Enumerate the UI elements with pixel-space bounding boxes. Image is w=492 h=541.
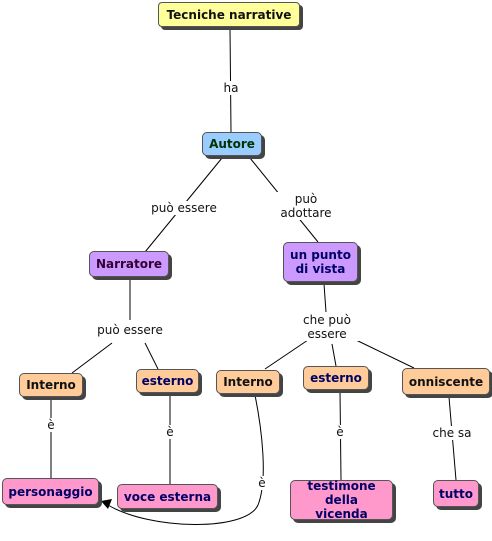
link-puo-interno: [71, 342, 113, 374]
link-punto-chepuo: [323, 283, 327, 313]
node-autore[interactable]: Autore: [202, 132, 262, 156]
node-title-text: Tecniche narrative: [166, 7, 292, 22]
node-title[interactable]: Tecniche narrative: [158, 2, 300, 27]
node-interno-right-text: Interno: [223, 375, 273, 389]
node-esterno-right[interactable]: esterno: [303, 366, 369, 390]
label-puo-adottare: può adottare: [277, 192, 335, 220]
label-ha: ha: [220, 81, 242, 95]
node-tutto-text: tutto: [439, 486, 473, 501]
label-e-1: è: [45, 418, 57, 432]
node-testimone-text: testimone della vicenda: [307, 479, 376, 521]
node-onniscente[interactable]: onniscente: [402, 368, 490, 395]
link-chepuo-onniscente: [355, 339, 415, 369]
link-chepuo-interno: [264, 339, 309, 370]
node-personaggio-text: personaggio: [8, 484, 93, 499]
node-interno-left[interactable]: Interno: [19, 373, 83, 397]
link-puo-esterno: [144, 342, 159, 370]
label-e-3: è: [334, 425, 346, 439]
node-esterno-left-text: esterno: [141, 374, 194, 388]
node-onniscente-text: onniscente: [408, 374, 484, 389]
arrowhead: [101, 499, 112, 509]
node-tutto[interactable]: tutto: [433, 480, 479, 507]
label-e-4: è: [256, 476, 268, 490]
node-testimone[interactable]: testimone della vicenda: [290, 479, 393, 521]
node-narratore-text: Narratore: [95, 257, 163, 271]
node-esterno-right-text: esterno: [310, 371, 362, 385]
node-punto-di-vista[interactable]: un punto di vista: [283, 242, 358, 282]
label-puo-essere-1: può essere: [148, 201, 220, 215]
node-interno-right[interactable]: Interno: [216, 370, 280, 394]
node-narratore[interactable]: Narratore: [89, 251, 169, 277]
node-voce-esterna-text: voce esterna: [123, 489, 212, 504]
link-interno-personaggio-curve: [107, 394, 264, 525]
link-title-autore: [229, 27, 232, 133]
label-che-puo-essere: che può essere: [294, 313, 360, 341]
label-e-2: è: [164, 425, 176, 439]
label-puo-essere-2: può essere: [94, 323, 166, 337]
node-autore-text: Autore: [209, 137, 255, 151]
node-esterno-left[interactable]: esterno: [136, 369, 199, 393]
node-punto-di-vista-text: un punto di vista: [290, 248, 351, 276]
link-chepuo-esterno: [331, 343, 337, 367]
node-voce-esterna[interactable]: voce esterna: [117, 484, 218, 509]
label-che-sa: che sa: [430, 426, 474, 440]
node-personaggio[interactable]: personaggio: [2, 478, 99, 505]
node-interno-left-text: Interno: [26, 378, 76, 392]
